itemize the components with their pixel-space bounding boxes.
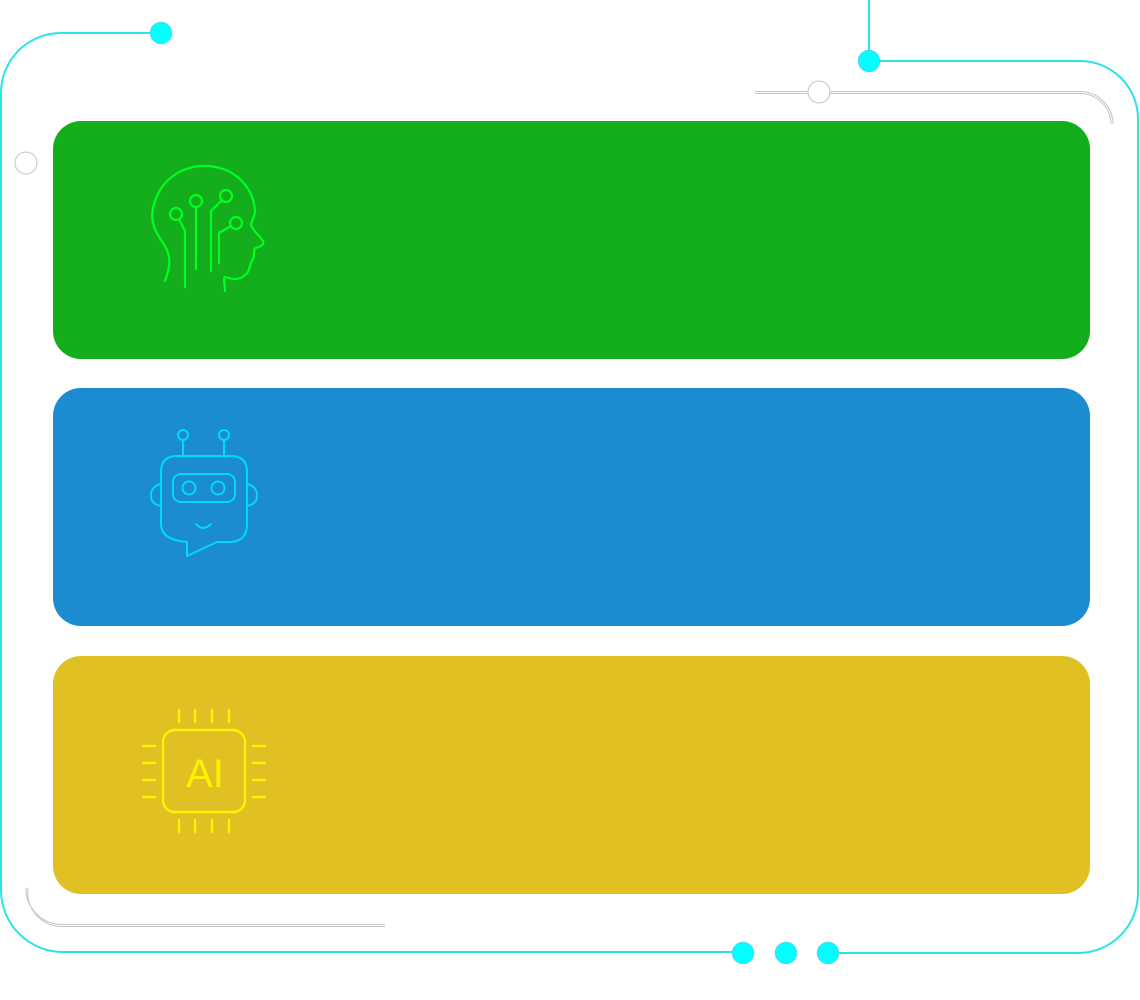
chip-label: AI [186,752,224,796]
decor-line-bottom-left-inner [27,887,385,928]
frame-dot-bottom-2 [774,941,798,965]
frame-dot-bottom-3 [816,941,840,965]
decor-line-top-right [755,91,1114,125]
card-chatbot [53,388,1090,626]
frame-line-top-right [828,0,1139,954]
decor-ring-top [807,80,831,104]
decor-ring-left [14,151,38,175]
card-ai-brain [53,121,1090,359]
ai-head-circuit-icon [151,164,265,293]
robot-chatbot-icon [150,429,258,557]
card-ai-chip: AI [53,656,1090,894]
frame-dot-top-left [149,21,173,45]
decor-line-top-right-inner [755,93,1112,125]
frame-line-top-left [0,32,743,953]
frame-dot-top-right [857,49,881,73]
ai-chip-icon: AI [141,708,267,834]
decor-line-bottom-left [25,887,385,925]
frame-dot-bottom-1 [731,941,755,965]
